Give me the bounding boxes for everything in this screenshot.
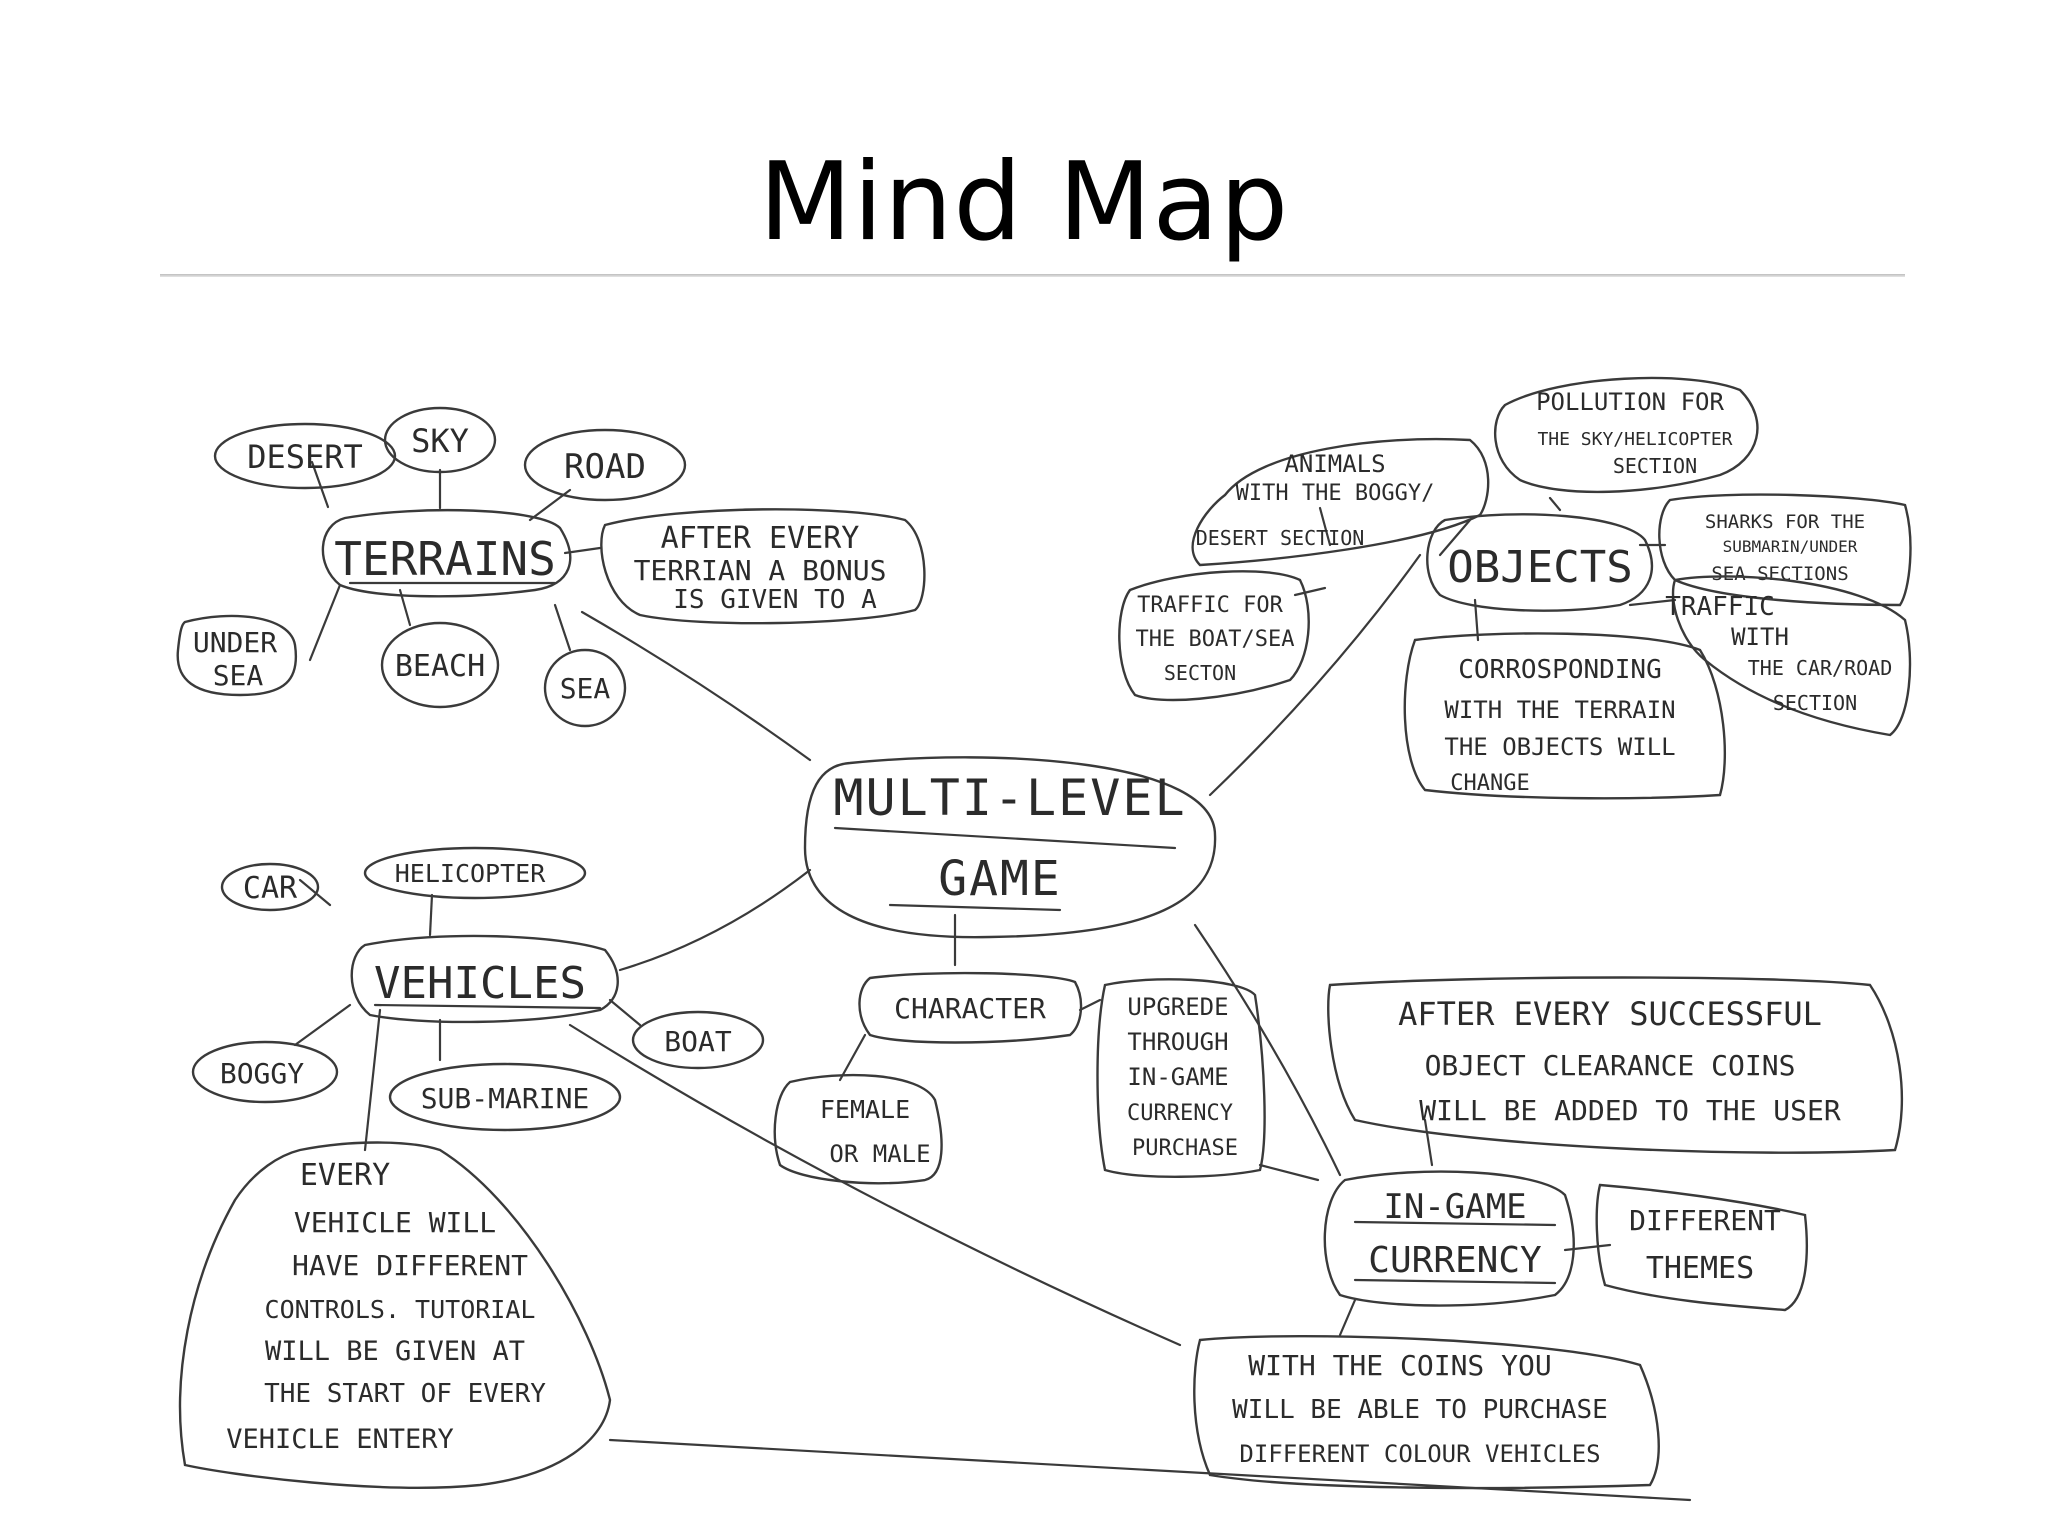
vehicle-submarine-bubble <box>388 1062 622 1132</box>
character-upgrade-line5: PURCHASE <box>1132 1136 1238 1161</box>
vehicle-car: CAR <box>243 871 298 906</box>
vehicles-branch: VEHICLES CAR HELICOPTER BOGGY SUB-MARINE… <box>178 846 765 1489</box>
objects-traffic-boat-line2: THE BOAT/SEA <box>1136 627 1295 652</box>
objects-animals-line2: WITH THE BOGGY/ <box>1236 481 1435 506</box>
terrain-under-sea: SEA <box>213 659 264 692</box>
vehicle-car-bubble <box>220 862 320 912</box>
terrain-sky-bubble <box>383 406 497 474</box>
currency-success-line1: AFTER EVERY SUCCESSFUL <box>1398 995 1822 1033</box>
connectors <box>293 460 1692 1502</box>
character-label: CHARACTER <box>894 992 1046 1025</box>
vehicles-note-line3: HAVE DIFFERENT <box>292 1249 528 1282</box>
terrains-note-line3: IS GIVEN TO A <box>673 585 877 615</box>
objects-sharks-line2: SUBMARIN/UNDER <box>1723 537 1858 556</box>
central-topic-line2: GAME <box>938 851 1062 907</box>
objects-animals-line3: DESERT SECTION <box>1196 526 1365 550</box>
vehicles-note-line7: VEHICLE ENTERY <box>226 1424 454 1455</box>
character-upgrade-line1: UPGREDE <box>1127 993 1228 1021</box>
character-upgrade-line4: CURRENCY <box>1127 1101 1233 1126</box>
objects-corresponding-line1: CORROSPONDING <box>1458 655 1662 685</box>
character-upgrade-line3: IN-GAME <box>1127 1063 1228 1091</box>
objects-traffic-boat-line3: SECTON <box>1164 661 1236 685</box>
character-gender-line1: FEMALE <box>820 1095 910 1124</box>
objects-sharks-line1: SHARKS FOR THE <box>1705 511 1865 533</box>
terrain-desert-bubble <box>213 422 397 490</box>
terrain-sea: SEA <box>560 672 611 705</box>
terrain-beach-bubble <box>380 621 500 709</box>
vehicle-boat: BOAT <box>664 1025 732 1058</box>
currency-success-line3: WILL BE ADDED TO THE USER <box>1419 1094 1841 1127</box>
objects-traffic-car-line2: WITH <box>1731 623 1789 651</box>
objects-branch: OBJECTS ANIMALS WITH THE BOGGY/ DESERT S… <box>1118 376 1912 800</box>
objects-animals-line1: ANIMALS <box>1284 450 1385 478</box>
vehicles-note-line5: WILL BE GIVEN AT <box>265 1336 525 1367</box>
vehicle-boggy-bubble <box>191 1040 339 1104</box>
terrain-road: ROAD <box>564 447 646 487</box>
vehicles-note-line4: CONTROLS. TUTORIAL <box>265 1295 536 1324</box>
currency-label-line2: CURRENCY <box>1368 1240 1542 1281</box>
vehicles-note-line1: EVERY <box>300 1158 390 1193</box>
terrain-sky: SKY <box>411 422 469 460</box>
vehicles-label: VEHICLES <box>374 958 586 1009</box>
objects-traffic-car-line3: THE CAR/ROAD <box>1748 656 1893 680</box>
central-topic-line1: MULTI-LEVEL <box>833 769 1186 827</box>
terrain-beach: BEACH <box>395 649 485 684</box>
vehicle-boggy: BOGGY <box>220 1057 304 1090</box>
objects-corresponding-line3: THE OBJECTS WILL <box>1444 733 1675 761</box>
objects-pollution-line2: THE SKY/HELICOPTER <box>1537 429 1732 450</box>
character-upgrade-line2: THROUGH <box>1127 1028 1228 1056</box>
vehicles-note-line6: THE START OF EVERY <box>264 1379 546 1409</box>
terrain-desert: DESERT <box>247 438 363 476</box>
vehicle-helicopter: HELICOPTER <box>395 859 546 888</box>
title-divider <box>160 274 1905 277</box>
currency-coins-line1: WITH THE COINS YOU <box>1248 1349 1551 1382</box>
central-topic: MULTI-LEVEL GAME <box>803 756 1217 939</box>
character-branch: CHARACTER FEMALE OR MALE UPGREDE THROUGH… <box>773 971 1266 1185</box>
objects-corresponding-line2: WITH THE TERRAIN <box>1444 696 1675 724</box>
terrain-sea-bubble <box>543 648 627 728</box>
objects-label: OBJECTS <box>1447 542 1632 593</box>
terrain-road-bubble <box>523 428 687 502</box>
currency-branch: IN-GAME CURRENCY AFTER EVERY SUCCESSFUL … <box>1193 976 1904 1490</box>
currency-label-line1: IN-GAME <box>1383 1187 1526 1227</box>
terrains-label: TERRAINS <box>334 532 556 586</box>
currency-themes-line1: DIFFERENT <box>1629 1204 1781 1237</box>
slide-title: Mind Map <box>758 140 1290 265</box>
vehicles-note-line2: VEHICLE WILL <box>294 1206 496 1239</box>
terrains-branch: TERRAINS DESERT SKY ROAD UNDER SEA BEACH… <box>176 406 926 728</box>
currency-themes-line2: THEMES <box>1646 1251 1754 1286</box>
objects-pollution-line3: SECTION <box>1613 454 1697 478</box>
vehicle-boat-bubble <box>631 1010 765 1070</box>
vehicle-helicopter-bubble <box>363 846 587 900</box>
vehicle-submarine: SUB-MARINE <box>421 1082 590 1115</box>
objects-corresponding-line4: CHANGE <box>1450 771 1529 796</box>
objects-traffic-car-line1: TRAFFIC <box>1665 592 1775 622</box>
terrain-under: UNDER <box>193 626 277 659</box>
objects-traffic-boat-line1: TRAFFIC FOR <box>1137 593 1283 618</box>
terrains-note-line1: AFTER EVERY <box>661 521 860 556</box>
currency-success-line2: OBJECT CLEARANCE COINS <box>1425 1049 1796 1082</box>
terrains-note-line2: TERRIAN A BONUS <box>634 554 887 587</box>
objects-traffic-car-line4: SECTION <box>1773 691 1857 715</box>
character-gender-line2: OR MALE <box>829 1140 930 1168</box>
currency-coins-line3: DIFFERENT COLOUR VEHICLES <box>1239 1440 1600 1468</box>
currency-coins-line2: WILL BE ABLE TO PURCHASE <box>1232 1395 1608 1425</box>
objects-sharks-line3: SEA SECTIONS <box>1711 563 1848 585</box>
objects-pollution-line1: POLLUTION FOR <box>1536 388 1724 416</box>
